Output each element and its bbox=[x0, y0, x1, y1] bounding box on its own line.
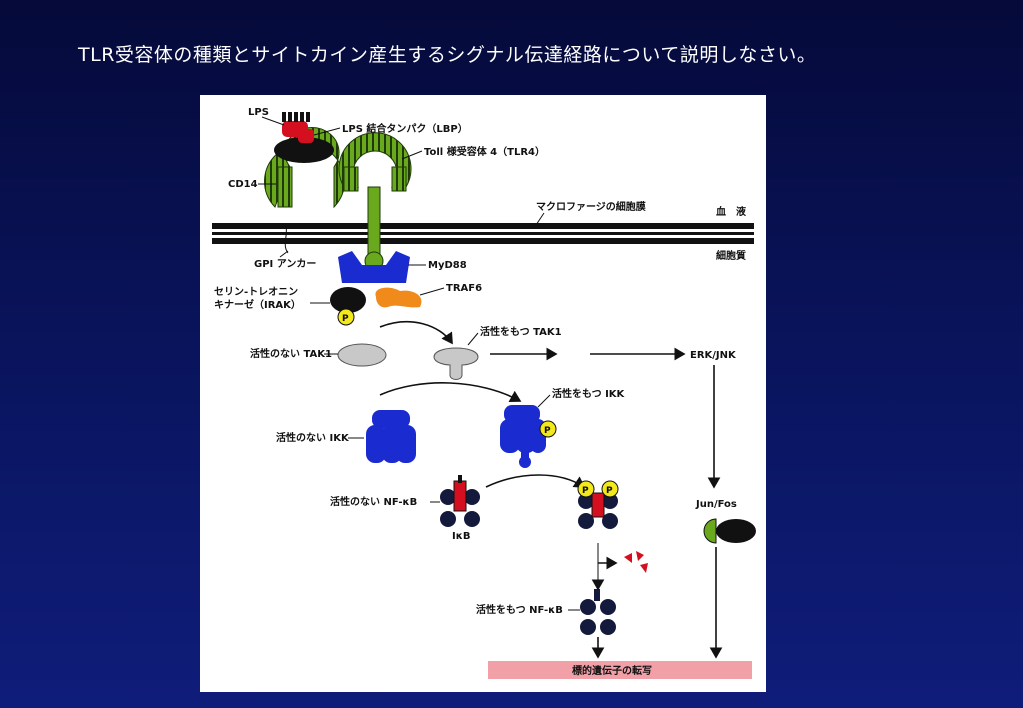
active-nfkb-label: 活性をもつ NF-κB bbox=[476, 603, 563, 616]
cytoplasm-label: 細胞質 bbox=[716, 249, 746, 262]
tlr4-receptor bbox=[338, 132, 412, 271]
svg-text:P: P bbox=[342, 314, 349, 324]
ikb-label: IκB bbox=[452, 531, 470, 542]
nfkb-phospho-icon-right bbox=[601, 480, 619, 498]
nfkb-active bbox=[580, 589, 616, 635]
svg-text:P: P bbox=[582, 486, 589, 496]
myd88-protein bbox=[338, 251, 410, 283]
transcription-bar bbox=[488, 661, 752, 679]
erk-jnk-label: ERK/JNK bbox=[690, 350, 737, 361]
lps-label: LPS bbox=[248, 107, 269, 118]
ikk-inactive bbox=[366, 410, 416, 463]
tak1-active bbox=[433, 347, 479, 380]
lbp-label: LPS 結合タンパク（LBP） bbox=[342, 122, 468, 135]
irak-kinase bbox=[330, 287, 366, 313]
nfkb-phospho-icon-left bbox=[577, 480, 595, 498]
lps-molecule bbox=[282, 112, 314, 143]
tlr4-label: Toll 様受容体 4（TLR4） bbox=[424, 145, 545, 158]
nfkb-phosphorylated bbox=[578, 492, 618, 529]
blood-label: 血 液 bbox=[716, 205, 746, 218]
slide-title: TLR受容体の種類とサイトカイン産生するシグナル伝達経路について説明しなさい。 bbox=[78, 44, 817, 66]
ikk-active bbox=[500, 405, 546, 468]
cd14-label: CD14 bbox=[228, 179, 258, 190]
nfkb-inactive bbox=[440, 475, 480, 527]
irak-label-line1: セリン-トレオニン bbox=[214, 286, 298, 298]
membrane-label: マクロファージの細胞膜 bbox=[536, 200, 646, 213]
ikb-degradation-fragments bbox=[624, 551, 648, 573]
inactive-nfkb-label: 活性のない NF-κB bbox=[330, 495, 417, 508]
svg-text:P: P bbox=[544, 426, 551, 436]
svg-text:P: P bbox=[606, 486, 613, 496]
myd88-label: MyD88 bbox=[428, 260, 467, 271]
active-tak1-label: 活性をもつ TAK1 bbox=[480, 325, 562, 338]
jun-fos-label: Jun/Fos bbox=[695, 499, 737, 510]
irak-phospho-icon bbox=[337, 308, 355, 326]
ikk-phospho-icon bbox=[539, 420, 557, 438]
traf6-protein bbox=[375, 287, 422, 308]
tak1-inactive bbox=[337, 343, 387, 367]
active-ikk-label: 活性をもつ IKK bbox=[552, 387, 626, 400]
traf6-label: TRAF6 bbox=[446, 283, 482, 294]
cell-membrane bbox=[212, 223, 754, 244]
inactive-tak1-label: 活性のない TAK1 bbox=[250, 347, 332, 360]
pathway-diagram: マクロファージの細胞膜 血 液 細胞質 LPS LPS 結合タンパク（LBP） … bbox=[212, 107, 756, 679]
signaling-pathway-figure: マクロファージの細胞膜 血 液 細胞質 LPS LPS 結合タンパク（LBP） … bbox=[200, 95, 766, 692]
jun-fos-complex bbox=[703, 518, 756, 544]
inactive-ikk-label: 活性のない IKK bbox=[276, 431, 350, 444]
irak-label-line2: キナーゼ（IRAK） bbox=[214, 298, 301, 311]
transcription-label: 標的遺伝子の転写 bbox=[572, 664, 652, 677]
gpi-anchor-label: GPI アンカー bbox=[254, 258, 316, 270]
lbp-protein bbox=[274, 137, 334, 163]
